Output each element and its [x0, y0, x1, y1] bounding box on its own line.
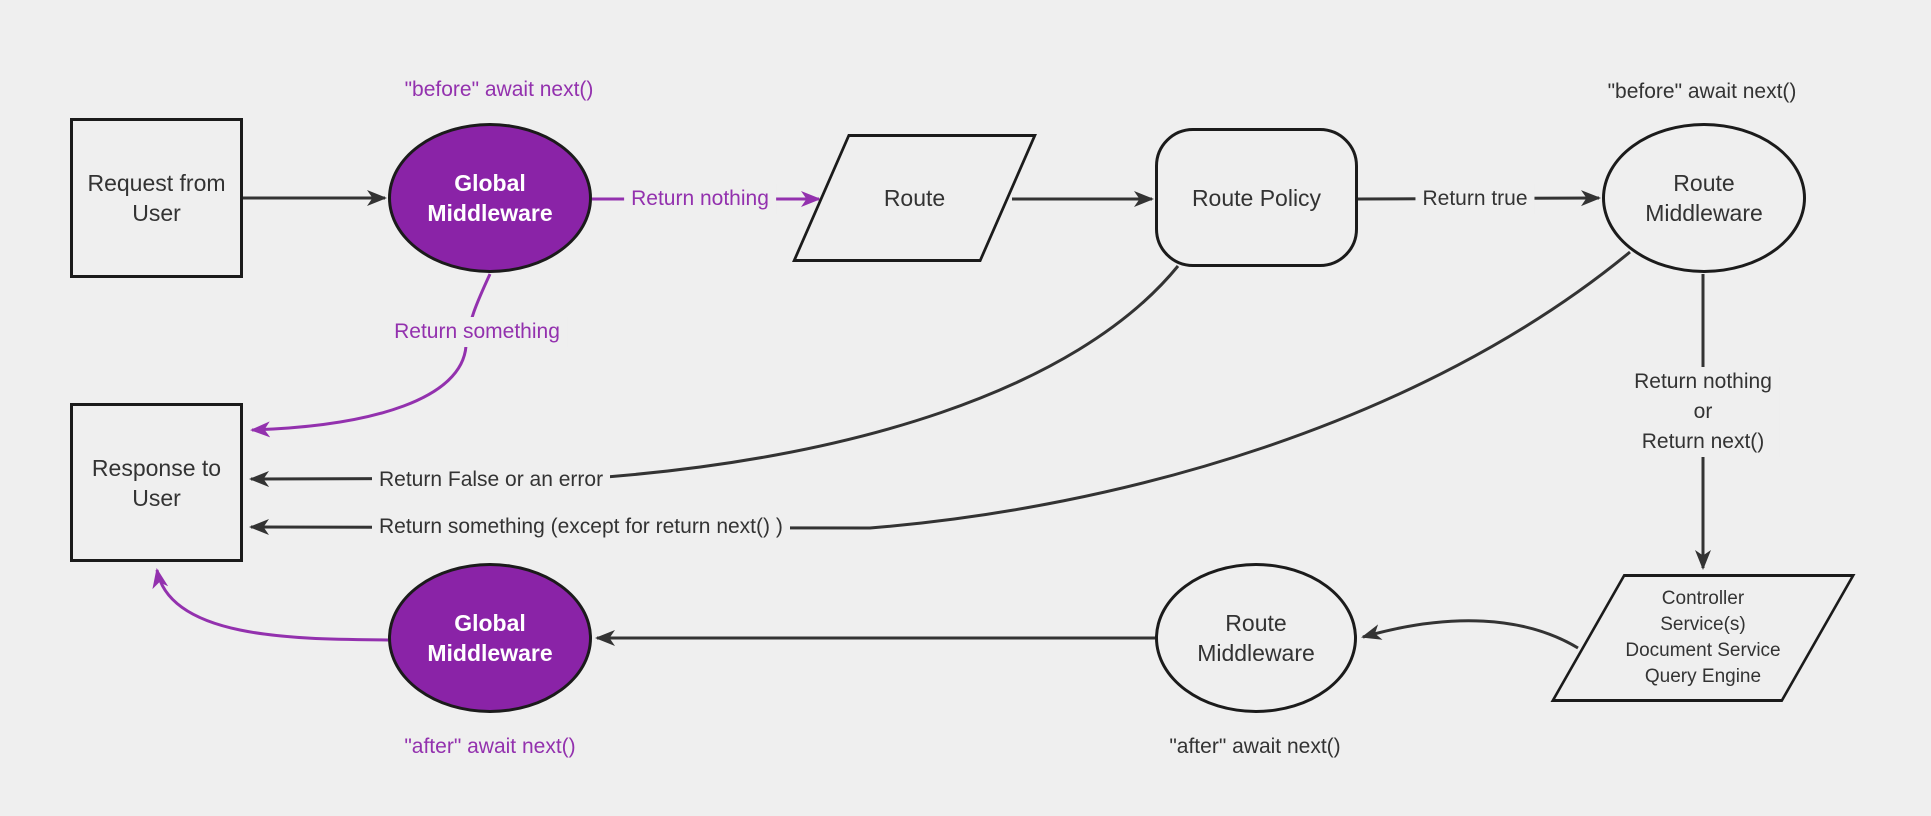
edge-route-middleware-something-to-response — [249, 250, 1631, 536]
node-global-middleware-top: Global Middleware — [388, 123, 592, 273]
label-before-await-next-left: "before" await next() — [397, 75, 601, 105]
node-route-policy: Route Policy — [1155, 128, 1358, 267]
node-route: Route — [792, 134, 1037, 262]
edge-route-policy-false-to-response — [249, 265, 1180, 487]
label-before-await-next-right: "before" await next() — [1600, 77, 1804, 107]
node-route-middleware-bottom: Route Middleware — [1155, 563, 1357, 713]
node-request-from-user: Request from User — [70, 118, 243, 278]
node-route-middleware-top: Route Middleware — [1602, 123, 1806, 273]
label-return-false-or-error: Return False or an error — [372, 465, 611, 495]
label-return-nothing: Return nothing — [624, 184, 776, 214]
node-controller-services: Controller Service(s) Document Service Q… — [1550, 574, 1856, 702]
label-after-await-next-left: "after" await next() — [397, 732, 583, 762]
node-global-middleware-bottom: Global Middleware — [388, 563, 592, 713]
label-return-nothing-or-next: Return nothing or Return next() — [1627, 367, 1779, 457]
edge-global-middleware-bottom-to-response — [152, 568, 389, 642]
label-return-something: Return something — [387, 317, 567, 347]
controller-label: Controller Service(s) Document Service Q… — [1625, 588, 1781, 687]
label-after-await-next-right: "after" await next() — [1162, 732, 1348, 762]
label-return-something-except: Return something (except for return next… — [372, 512, 790, 542]
edge-controller-to-route-middleware-bottom — [1361, 619, 1579, 650]
route-label: Route — [883, 185, 946, 211]
label-return-true: Return true — [1415, 184, 1535, 214]
edge-return-something-to-response — [250, 273, 492, 438]
node-response-to-user: Response to User — [70, 403, 243, 562]
